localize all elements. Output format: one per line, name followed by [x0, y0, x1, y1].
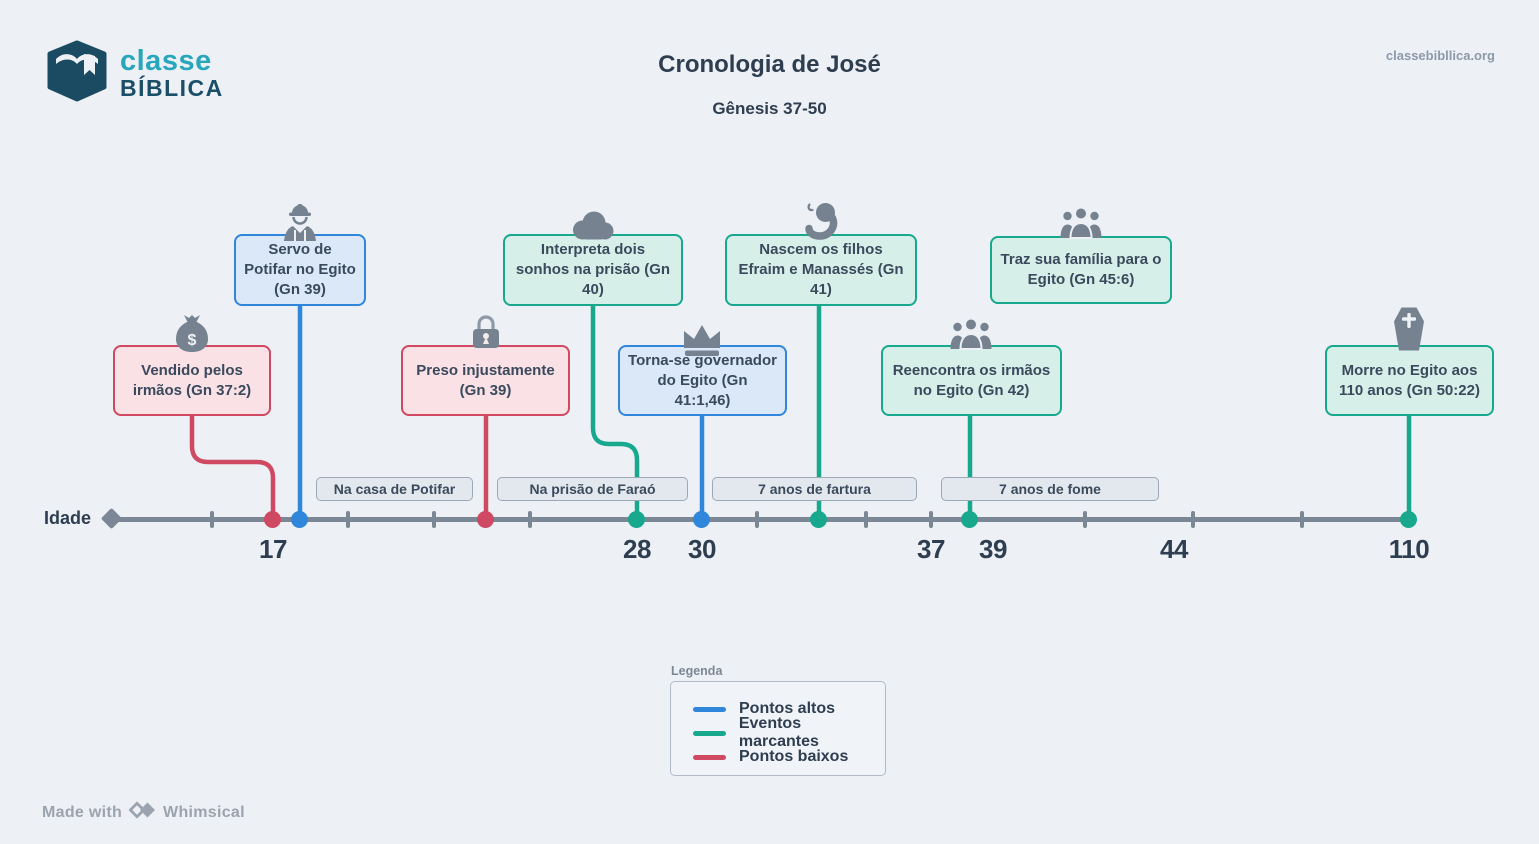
axis-tick — [528, 511, 532, 528]
age-label: 37 — [917, 534, 945, 564]
family-group-icon — [949, 317, 993, 353]
event-node-interpreta: Interpreta dois sonhos na prisão (Gn 40) — [503, 234, 683, 306]
legend-swatch-red — [693, 754, 726, 760]
made-with-whimsical: Made with Whimsical — [42, 801, 245, 825]
age-label: 39 — [979, 534, 1007, 564]
timeline-axis — [110, 517, 1412, 522]
svg-text:$: $ — [188, 332, 197, 349]
period-label: 7 anos de fome — [941, 477, 1159, 501]
event-node-preso: Preso injustamente (Gn 39) — [401, 345, 570, 416]
legend-item-marker: Eventos marcantes — [693, 715, 885, 750]
event-dot-marker — [810, 511, 827, 528]
axis-tick — [929, 511, 933, 528]
event-node-vendido: Vendido pelos irmãos (Gn 37:2) — [113, 345, 271, 416]
period-label: Na prisão de Faraó — [497, 477, 688, 501]
axis-tick — [1300, 511, 1304, 528]
event-dot-high — [693, 511, 710, 528]
crown-icon — [681, 322, 723, 357]
event-node-governador: Torna-se governador do Egito (Gn 41:1,46… — [618, 345, 787, 416]
event-dot-marker — [628, 511, 645, 528]
axis-tick — [864, 511, 868, 528]
age-label: 30 — [688, 534, 716, 564]
legend-label: Eventos marcantes — [738, 715, 819, 750]
logo-wordmark: classe BÍBLICA — [120, 47, 224, 100]
event-node-reencontra: Reencontra os irmãos no Egito (Gn 42) — [881, 345, 1062, 416]
padlock-icon — [469, 313, 503, 355]
page-title: Cronologia de José — [658, 51, 881, 78]
age-label: 110 — [1388, 534, 1430, 564]
construction-worker-icon — [278, 203, 322, 241]
legend: Pontos altos Eventos marcantes Pontos ba… — [670, 681, 886, 776]
event-dot-marker — [961, 511, 978, 528]
event-node-servo: Servo de Potifar no Egito (Gn 39) — [234, 234, 366, 306]
legend-item-low: Pontos baixos — [693, 745, 885, 769]
axis-tick — [755, 511, 759, 528]
classe-biblica-logo: classe BÍBLICA — [44, 40, 224, 107]
axis-tick — [1191, 511, 1195, 528]
logo-text-biblica: BÍBLICA — [120, 75, 224, 101]
logo-text-classe: classe — [120, 45, 212, 77]
legend-swatch-teal — [693, 730, 726, 736]
axis-label: Idade — [44, 508, 92, 528]
period-label: 7 anos de fartura — [712, 477, 917, 501]
event-dot-low — [477, 511, 494, 528]
event-node-traz: Traz sua família para o Egito (Gn 45:6) — [990, 236, 1172, 304]
book-logo-icon — [44, 40, 110, 107]
made-with-text: Made with — [42, 804, 123, 821]
period-label: Na casa de Potifar — [316, 477, 473, 501]
site-url: classebibllica.org — [1385, 48, 1495, 63]
age-label: 28 — [623, 534, 651, 564]
event-node-morre: Morre no Egito aos 110 anos (Gn 50:22) — [1325, 345, 1494, 416]
family-group-icon — [1059, 206, 1103, 242]
whimsical-logo-icon — [128, 801, 156, 825]
event-dot-low — [264, 511, 281, 528]
coffin-icon — [1391, 306, 1427, 352]
legend-title: Legenda — [671, 664, 723, 678]
age-label: 17 — [259, 534, 287, 564]
event-dot-high — [291, 511, 308, 528]
legend-label: Pontos baixos — [739, 748, 849, 765]
money-bag-icon: $ — [174, 314, 210, 354]
event-dot-marker — [1400, 511, 1417, 528]
page-subtitle: Gênesis 37-50 — [712, 99, 827, 118]
axis-tick — [346, 511, 350, 528]
legend-item-high: Pontos altos — [693, 697, 885, 721]
axis-tick — [1083, 511, 1087, 528]
whimsical-brand-text: Whimsical — [163, 804, 245, 821]
event-node-nascem: Nascem os filhos Efraim e Manassés (Gn 4… — [725, 234, 917, 306]
axis-tick — [210, 511, 214, 528]
axis-tick — [432, 511, 436, 528]
dream-cloud-icon — [570, 210, 616, 240]
legend-swatch-blue — [693, 706, 726, 712]
baby-icon — [799, 201, 839, 241]
legend-label: Pontos altos — [739, 700, 836, 717]
age-label: 44 — [1160, 534, 1188, 564]
